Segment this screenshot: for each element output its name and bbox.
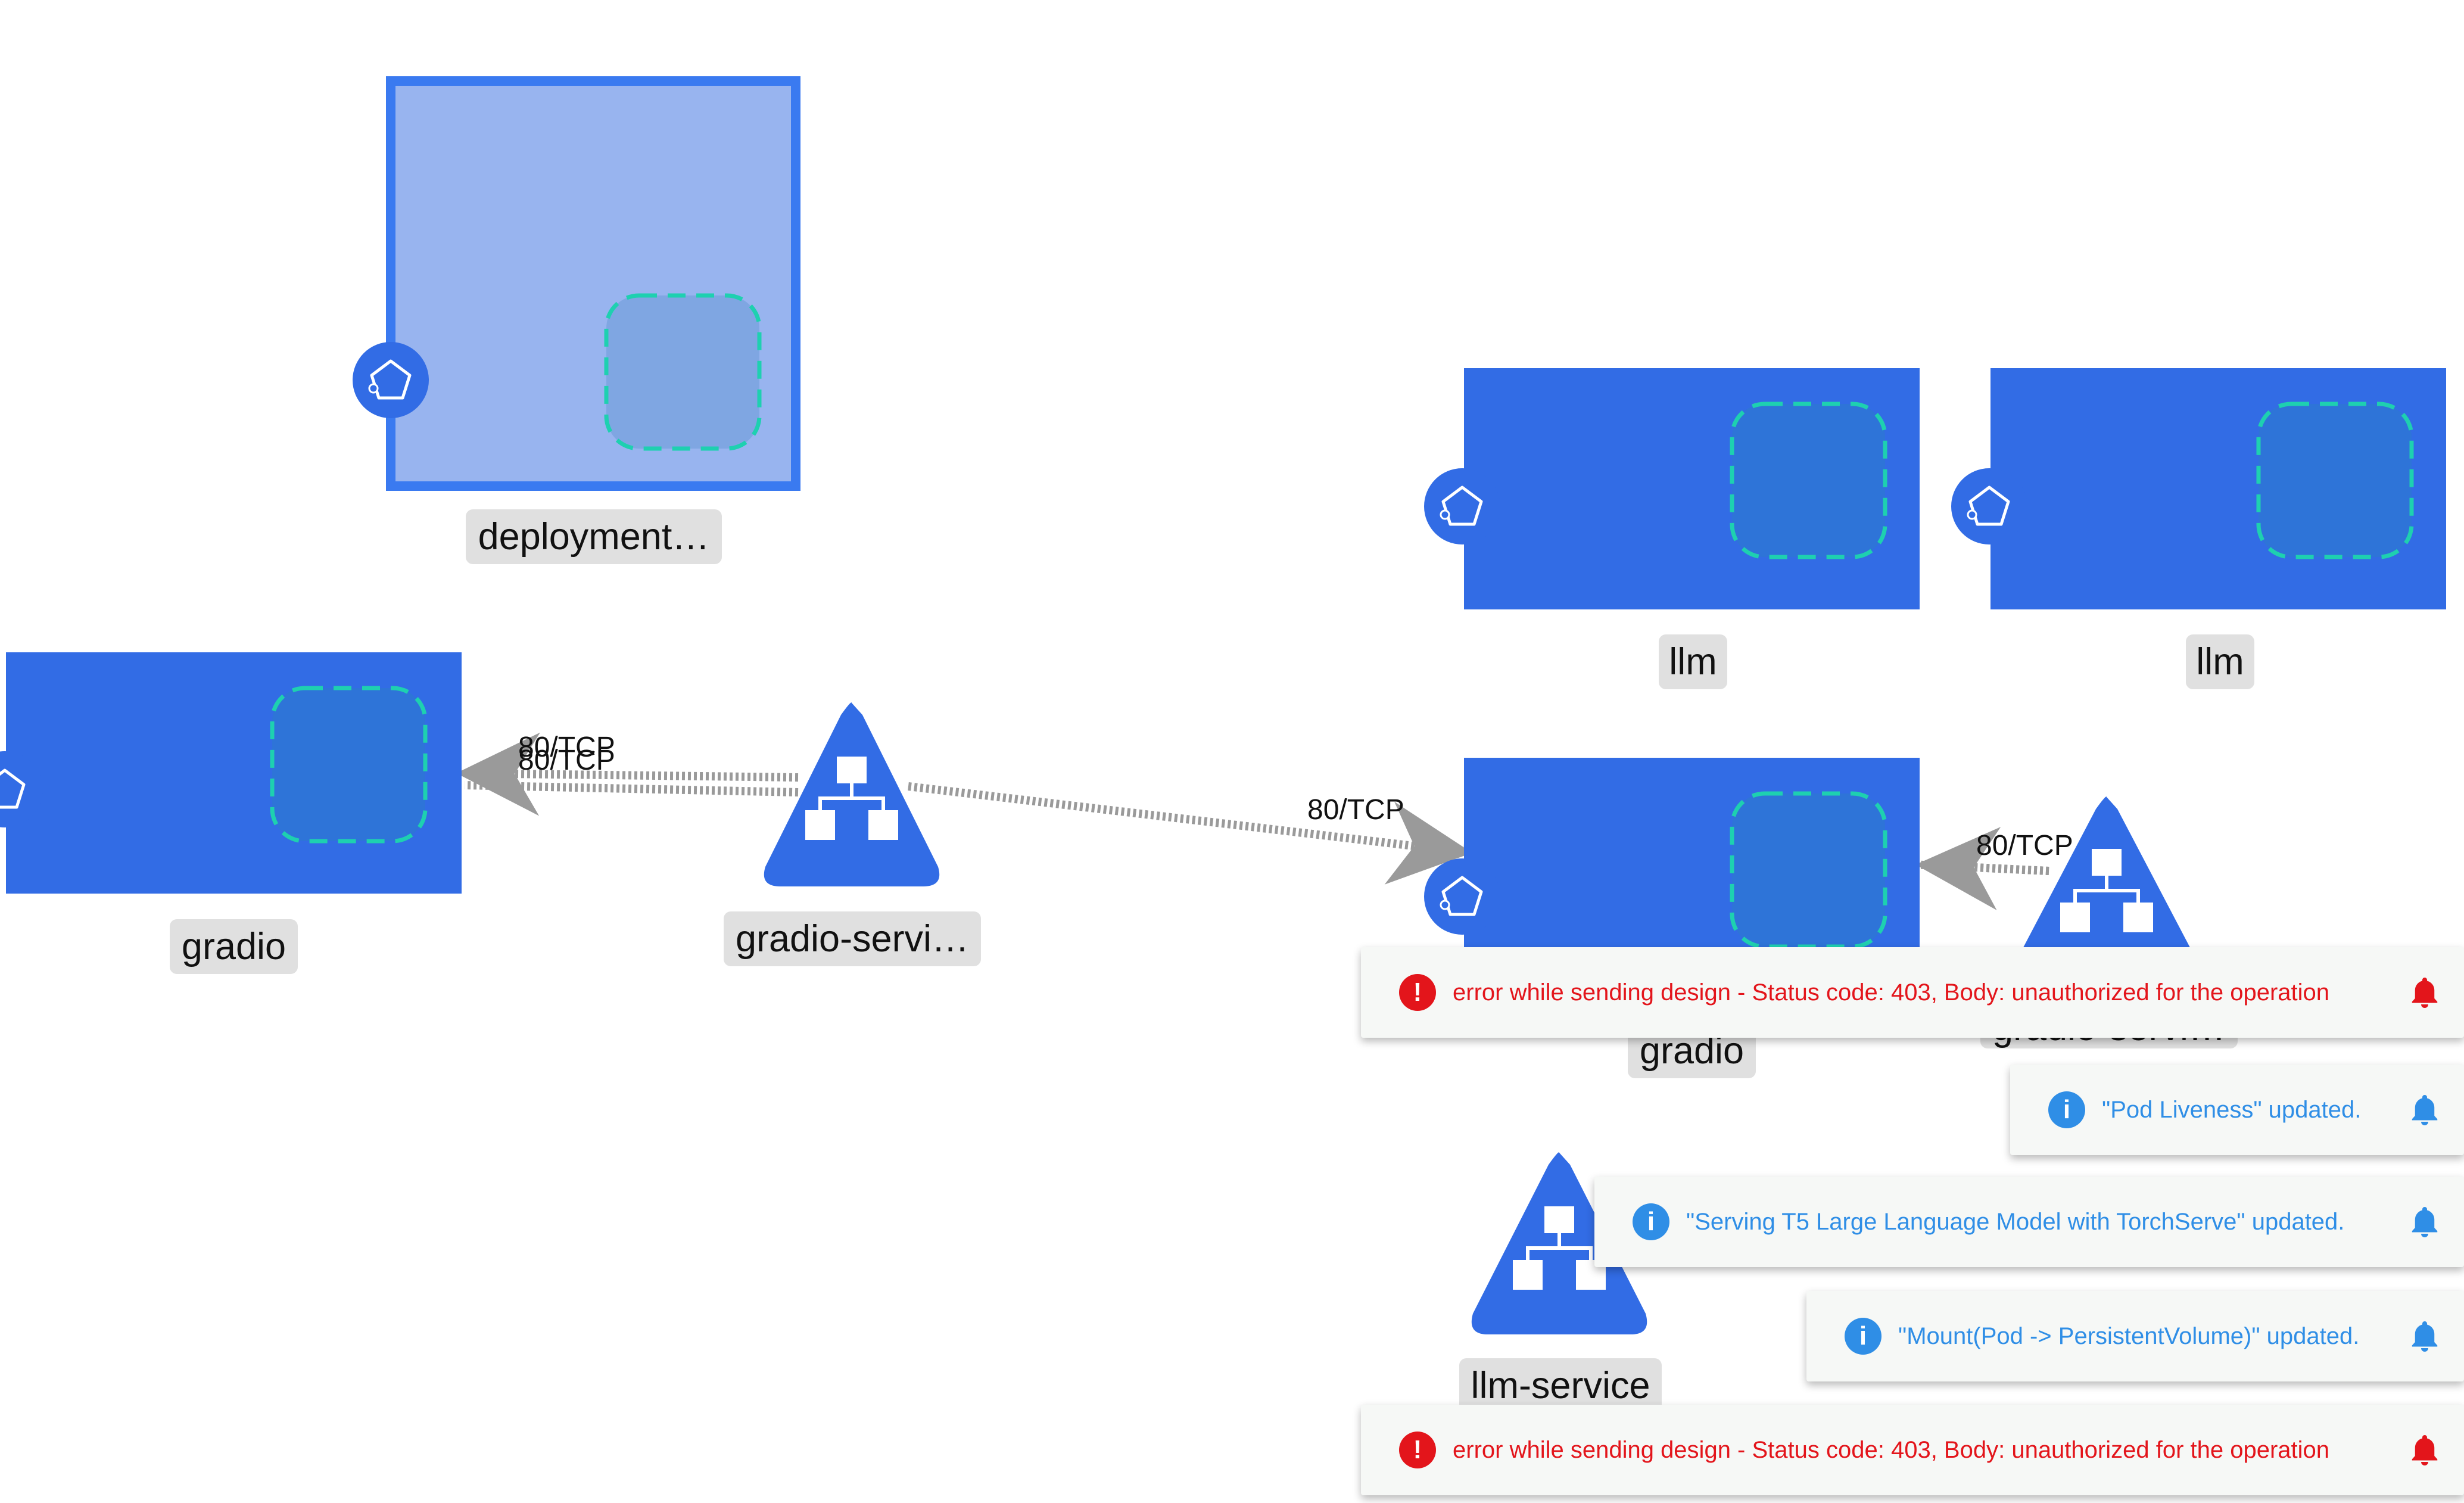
llm-node-2[interactable] — [1951, 368, 2446, 609]
kubernetes-pod-icon — [0, 751, 43, 827]
node-label-deployment: deployment… — [466, 509, 722, 564]
llm-service-node[interactable] — [1471, 1152, 1647, 1334]
container-placeholder — [1730, 402, 1887, 559]
llm-node-1[interactable] — [1424, 368, 1920, 609]
bell-icon[interactable] — [2407, 1318, 2443, 1354]
edge-label: 80/TCP — [518, 745, 615, 776]
node-label-gradio-left: gradio — [170, 919, 298, 974]
kubernetes-pod-icon — [353, 342, 429, 418]
notification-message: error while sending design - Status code… — [1453, 979, 2330, 1006]
edge-gradio-service-to-gradio-left-b[interactable] — [464, 781, 799, 796]
notification-info[interactable]: i "Mount(Pod -> PersistentVolume)" updat… — [1806, 1291, 2464, 1381]
notification-info[interactable]: i "Pod Liveness" updated. — [2010, 1065, 2464, 1155]
notification-error[interactable]: ! error while sending design - Status co… — [1361, 1405, 2464, 1495]
node-label-gradio-service-left: gradio-servi… — [724, 911, 981, 966]
bell-icon[interactable] — [2407, 1432, 2443, 1468]
container-placeholder — [1730, 791, 1887, 949]
gradio-node-left[interactable] — [0, 652, 462, 894]
notification-message: error while sending design - Status code… — [1453, 1436, 2330, 1463]
container-placeholder — [270, 686, 428, 844]
edge-gradio-service-to-gradio-left-a[interactable] — [456, 732, 799, 816]
node-label-llm-1: llm — [1659, 634, 1727, 689]
kubernetes-pod-icon — [1424, 858, 1500, 935]
notification-info[interactable]: i "Serving T5 Large Language Model with … — [1594, 1177, 2464, 1267]
container-placeholder — [604, 293, 762, 451]
error-icon: ! — [1399, 974, 1436, 1011]
notification-error[interactable]: ! error while sending design - Status co… — [1361, 947, 2464, 1038]
gradio-service-node-left[interactable] — [764, 702, 940, 886]
notification-message: "Mount(Pod -> PersistentVolume)" updated… — [1898, 1322, 2360, 1349]
info-icon: i — [1633, 1203, 1669, 1240]
notification-message: "Serving T5 Large Language Model with To… — [1686, 1208, 2345, 1235]
edge-label: 80/TCP — [1976, 830, 2073, 861]
network-topology-icon — [805, 757, 898, 840]
info-icon: i — [2048, 1091, 2085, 1128]
kubernetes-pod-icon — [1424, 468, 1500, 544]
container-placeholder — [2256, 402, 2414, 559]
error-icon: ! — [1399, 1432, 1436, 1468]
bell-icon[interactable] — [2407, 1092, 2443, 1128]
info-icon: i — [1845, 1318, 1882, 1355]
edge-label: 80/TCP — [518, 732, 615, 763]
kubernetes-pod-icon — [1951, 468, 2027, 544]
edge-gradio-service-to-gradio-right[interactable] — [908, 782, 1472, 885]
bell-icon[interactable] — [2407, 1204, 2443, 1240]
network-topology-icon — [1513, 1206, 1606, 1290]
edge-gradio-service-right-arrow[interactable] — [1915, 827, 2049, 910]
gradio-service-node-right[interactable] — [2020, 796, 2193, 953]
notification-message: "Pod Liveness" updated. — [2102, 1096, 2362, 1123]
bell-icon[interactable] — [2407, 975, 2443, 1010]
deployment-node[interactable] — [353, 76, 800, 491]
network-topology-icon — [2060, 849, 2153, 932]
edge-label: 80/TCP — [1307, 794, 1404, 826]
node-label-llm-service: llm-service — [1459, 1358, 1662, 1413]
node-label-llm-2: llm — [2186, 634, 2254, 689]
